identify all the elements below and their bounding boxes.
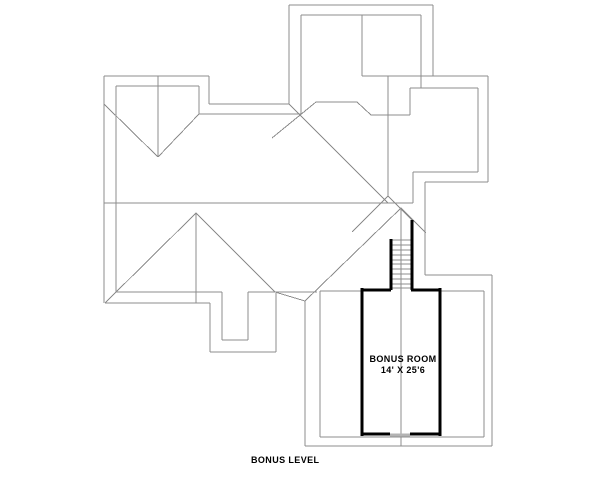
bonus-room-dimensions: 14' X 25'6 bbox=[380, 365, 426, 375]
bonus-room-label: BONUS ROOM 14' X 25'6 bbox=[341, 354, 465, 376]
bonus-room-name: BONUS ROOM bbox=[369, 354, 437, 364]
level-title: BONUS LEVEL bbox=[251, 455, 320, 465]
